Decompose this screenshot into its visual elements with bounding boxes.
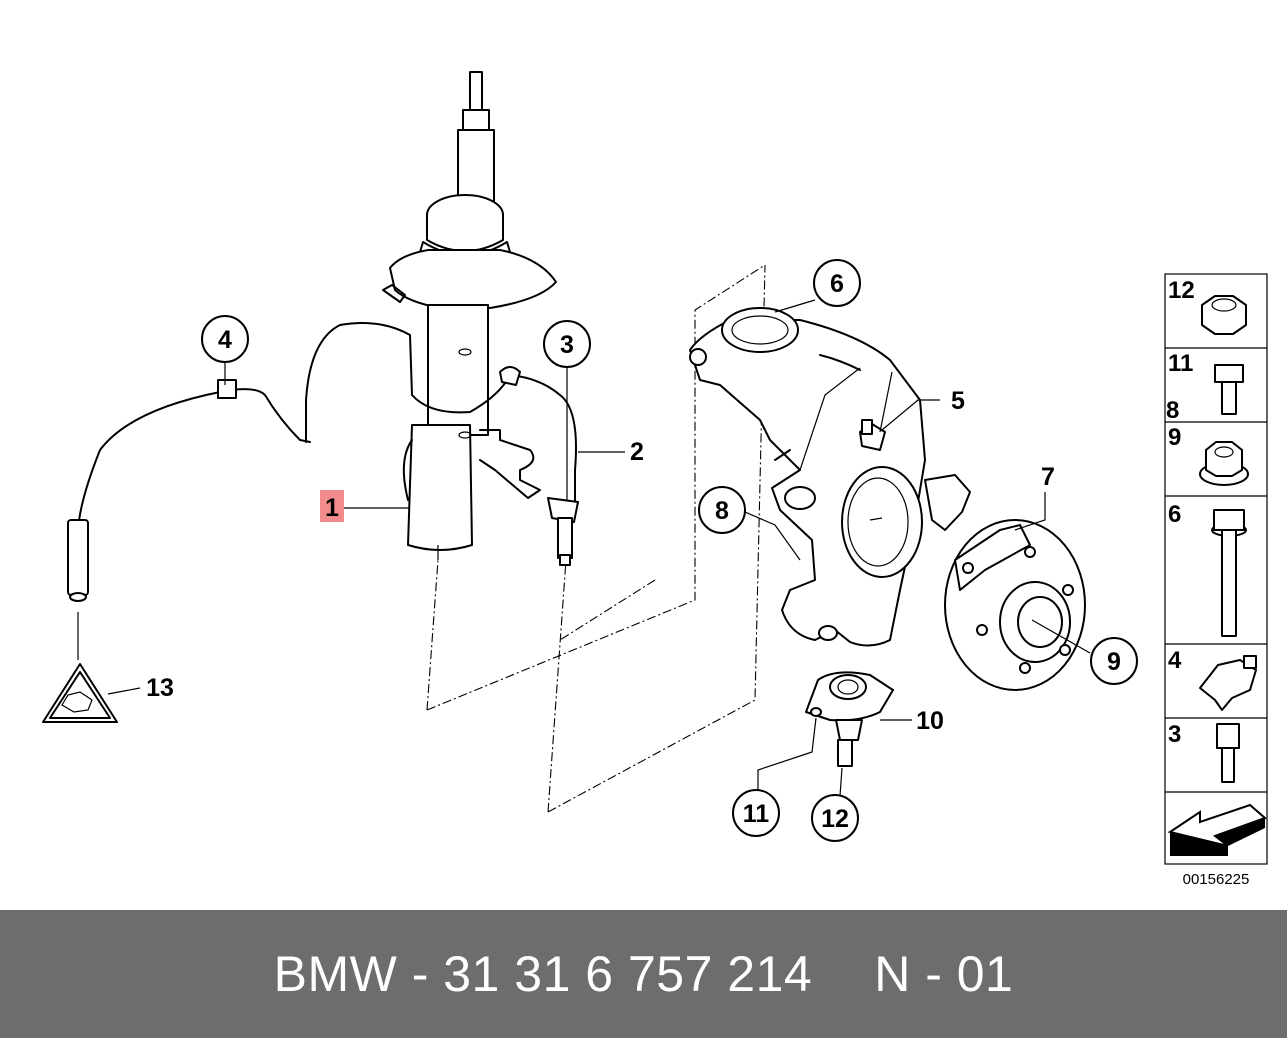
callout-10: 10	[916, 707, 944, 735]
footer-bar: BMW - 31 31 6 757 214 N - 01	[0, 910, 1287, 1038]
svg-text:8: 8	[715, 497, 729, 525]
svg-text:12: 12	[821, 805, 849, 833]
part-number: BMW - 31 31 6 757 214	[273, 946, 813, 1002]
nut-icon	[1201, 295, 1247, 335]
legend-item-4: 4	[1168, 647, 1182, 674]
svg-text:4: 4	[218, 326, 232, 354]
svg-text:3: 3	[560, 331, 574, 359]
socket-screw-icon	[1216, 723, 1240, 783]
callout-1: 1	[320, 490, 344, 522]
ball-joint	[805, 671, 894, 767]
sensor-cable	[67, 322, 579, 602]
svg-text:9: 9	[1107, 648, 1121, 676]
assembly-lines	[426, 264, 766, 813]
callout-13: 13	[146, 674, 174, 702]
legend-item-11: 11	[1168, 350, 1193, 377]
callout-11: 11	[732, 789, 780, 837]
callout-12: 12	[811, 794, 859, 842]
svg-text:7: 7	[1041, 463, 1055, 491]
wheel-hub	[944, 519, 1086, 691]
svg-text:11: 11	[743, 800, 770, 828]
warning-triangle	[42, 612, 118, 723]
callout-6: 6	[813, 259, 861, 307]
diagram-id: 00156225	[1183, 871, 1250, 888]
strut-assembly	[382, 71, 557, 560]
direction-arrow-icon	[1167, 803, 1267, 856]
callout-2: 2	[630, 438, 644, 466]
legend-item-6: 6	[1168, 501, 1181, 528]
callout-4: 4	[201, 315, 249, 363]
svg-text:10: 10	[916, 707, 944, 735]
legend-item-9: 9	[1168, 424, 1181, 451]
legend-item-12: 12	[1168, 277, 1195, 304]
long-bolt-icon	[1211, 509, 1247, 637]
svg-text:2: 2	[630, 438, 644, 466]
steering-knuckle	[689, 307, 971, 647]
callout-7: 7	[1041, 463, 1055, 491]
legend-item-3: 3	[1168, 721, 1181, 748]
bolt-icon	[1214, 364, 1244, 415]
clip-icon	[1199, 655, 1257, 711]
diagram-index: N - 01	[874, 946, 1014, 1002]
leader-lines	[107, 299, 1091, 797]
flange-nut-icon	[1199, 441, 1249, 486]
callout-8: 8	[698, 486, 746, 534]
svg-text:6: 6	[830, 270, 844, 298]
callout-9: 9	[1090, 637, 1138, 685]
fastener-legend: 12 11 8 9 6 4 3	[1164, 273, 1268, 888]
svg-text:13: 13	[146, 674, 174, 702]
svg-text:1: 1	[325, 494, 339, 522]
parts-diagram: 1 2 3 4 5 6 7 8 9 10 11 12 13	[42, 71, 1268, 888]
svg-text:5: 5	[951, 387, 965, 415]
callout-5: 5	[951, 387, 965, 415]
callout-1-highlight	[320, 490, 344, 522]
callout-3: 3	[543, 320, 591, 368]
legend-item-8: 8	[1166, 397, 1179, 424]
